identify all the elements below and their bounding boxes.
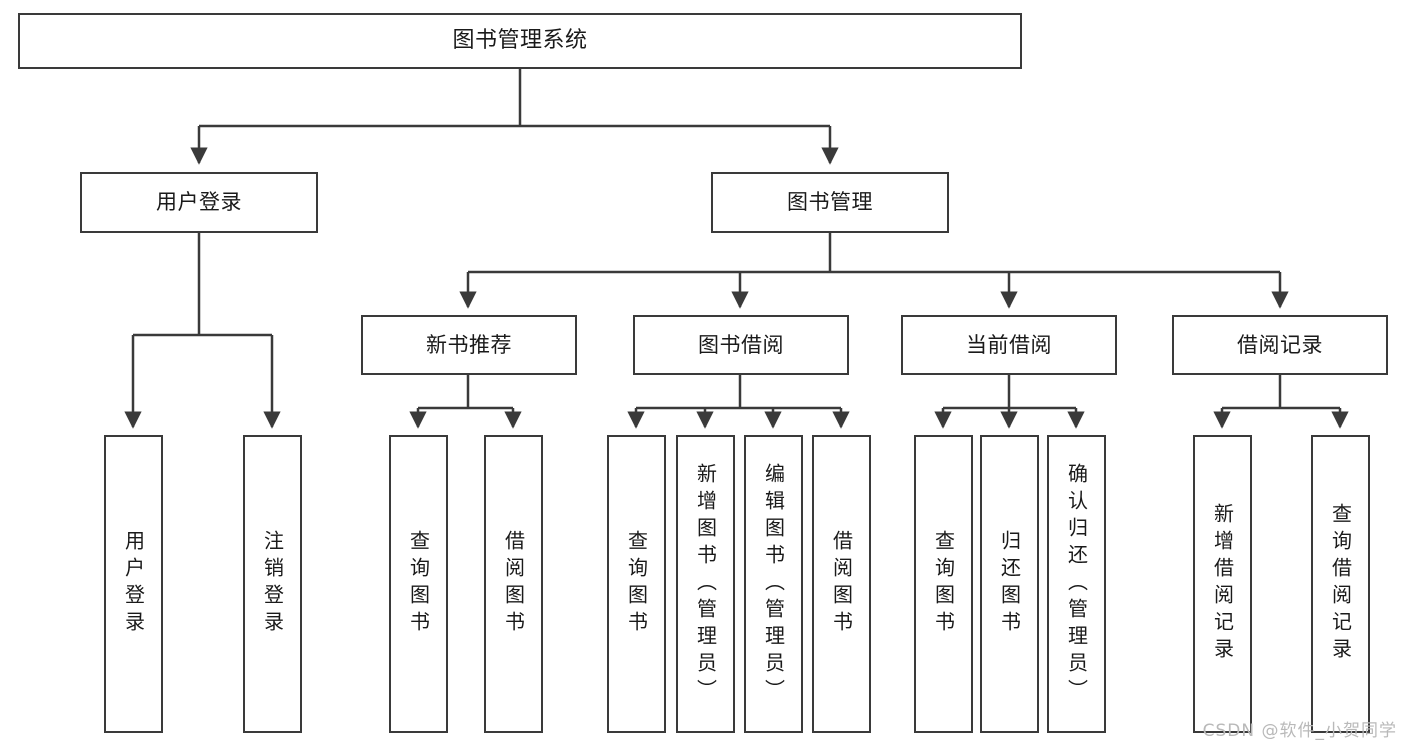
leaf-query-book-current[interactable]: 查询图书 <box>914 435 973 733</box>
node-label: 确认归还（管理员） <box>1064 462 1089 706</box>
node-label: 查询图书 <box>624 530 649 638</box>
node-label: 借阅记录 <box>1237 332 1323 357</box>
node-current-borrow[interactable]: 当前借阅 <box>901 315 1117 375</box>
node-label: 当前借阅 <box>966 332 1052 357</box>
node-label: 图书管理系统 <box>452 28 588 54</box>
node-label: 查询借阅记录 <box>1328 503 1353 665</box>
node-new-book-recommend[interactable]: 新书推荐 <box>361 315 577 375</box>
node-label: 新增借阅记录 <box>1210 503 1235 665</box>
node-borrow-record[interactable]: 借阅记录 <box>1172 315 1388 375</box>
leaf-return-book[interactable]: 归还图书 <box>980 435 1039 733</box>
node-label: 新增图书（管理员） <box>693 462 718 706</box>
node-book-management[interactable]: 图书管理 <box>711 172 949 233</box>
leaf-edit-book-admin[interactable]: 编辑图书（管理员） <box>744 435 803 733</box>
leaf-query-book-recommend[interactable]: 查询图书 <box>389 435 448 733</box>
leaf-add-borrow-record[interactable]: 新增借阅记录 <box>1193 435 1252 733</box>
node-root-system[interactable]: 图书管理系统 <box>18 13 1022 69</box>
node-label: 借阅图书 <box>501 530 526 638</box>
leaf-borrow-book-recommend[interactable]: 借阅图书 <box>484 435 543 733</box>
node-label: 查询图书 <box>406 530 431 638</box>
watermark-text: CSDN @软件_小贺同学 <box>1202 721 1397 741</box>
leaf-user-login[interactable]: 用户登录 <box>104 435 163 733</box>
node-label: 归还图书 <box>997 530 1022 638</box>
leaf-query-borrow-record[interactable]: 查询借阅记录 <box>1311 435 1370 733</box>
leaf-add-book-admin[interactable]: 新增图书（管理员） <box>676 435 735 733</box>
leaf-logout-login[interactable]: 注销登录 <box>243 435 302 733</box>
node-label: 图书借阅 <box>698 332 784 357</box>
node-label: 编辑图书（管理员） <box>761 462 786 706</box>
node-label: 新书推荐 <box>426 332 512 357</box>
leaf-borrow-book[interactable]: 借阅图书 <box>812 435 871 733</box>
node-label: 查询图书 <box>931 530 956 638</box>
node-label: 用户登录 <box>121 530 146 638</box>
node-label: 用户登录 <box>156 190 242 215</box>
leaf-confirm-return-admin[interactable]: 确认归还（管理员） <box>1047 435 1106 733</box>
node-label: 图书管理 <box>787 190 873 215</box>
node-label: 注销登录 <box>260 530 285 638</box>
leaf-query-book-borrow[interactable]: 查询图书 <box>607 435 666 733</box>
node-book-borrow[interactable]: 图书借阅 <box>633 315 849 375</box>
node-user-login[interactable]: 用户登录 <box>80 172 318 233</box>
node-label: 借阅图书 <box>829 530 854 638</box>
